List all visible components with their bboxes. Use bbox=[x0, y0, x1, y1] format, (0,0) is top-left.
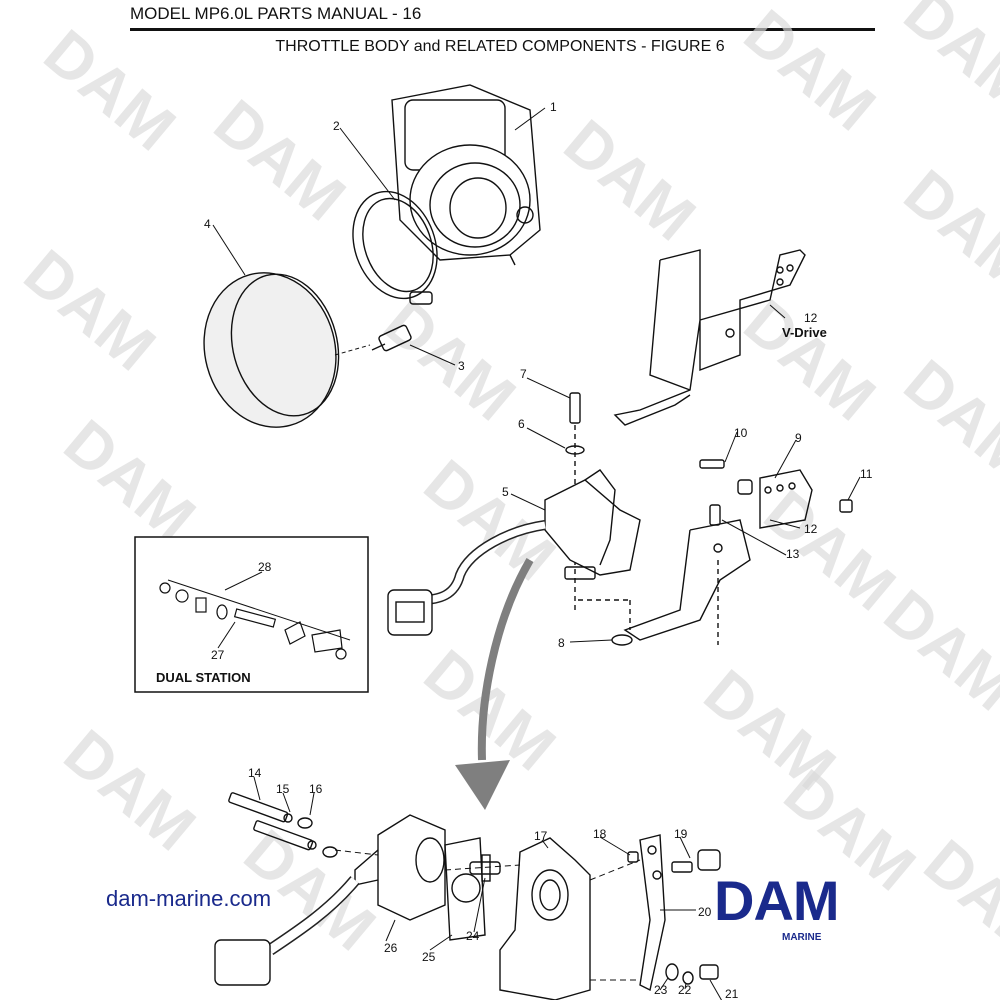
callout-24: 24 bbox=[466, 929, 480, 943]
callout-16: 16 bbox=[309, 782, 323, 796]
watermark: DAM bbox=[751, 476, 909, 625]
callout-3: 3 bbox=[458, 359, 465, 373]
callout-13: 13 bbox=[786, 547, 800, 561]
callout-21: 21 bbox=[725, 987, 739, 1000]
air-temp-sensor bbox=[371, 324, 412, 352]
watermark: DAM bbox=[731, 286, 889, 435]
callout-group: 1 2 3 4 5 6 7 8 9 10 11 12 12 13 14 15 1… bbox=[204, 100, 873, 1000]
sensor-gasket bbox=[444, 837, 486, 941]
detail-arrow bbox=[455, 557, 534, 810]
rear-bracket-assembly bbox=[578, 459, 853, 645]
header-rule bbox=[130, 28, 875, 31]
sensor-housing bbox=[214, 814, 446, 986]
throttle-body bbox=[391, 84, 541, 266]
callout-5: 5 bbox=[502, 485, 509, 499]
watermark: DAM bbox=[551, 106, 709, 255]
manual-title: MODEL MP6.0L PARTS MANUAL - 16 bbox=[130, 4, 422, 23]
callout-25: 25 bbox=[422, 950, 436, 964]
nut bbox=[611, 634, 633, 646]
callout-4: 4 bbox=[204, 217, 211, 231]
watermark: DAM bbox=[11, 236, 169, 385]
watermark: DAM bbox=[51, 716, 209, 865]
website-link[interactable]: dam-marine.com bbox=[106, 886, 272, 911]
watermark: DAM bbox=[891, 156, 1000, 305]
callout-18: 18 bbox=[593, 827, 607, 841]
mounting-screws bbox=[228, 792, 338, 858]
callout-1: 1 bbox=[550, 100, 557, 114]
figure-title: THROTTLE BODY and RELATED COMPONENTS - F… bbox=[275, 38, 725, 55]
callout-15: 15 bbox=[276, 782, 290, 796]
callout-26: 26 bbox=[384, 941, 398, 955]
dual-station-inset: DUAL STATION bbox=[134, 536, 369, 693]
callout-10: 10 bbox=[734, 426, 748, 440]
watermark: DAM bbox=[891, 0, 1000, 124]
callout-23: 23 bbox=[654, 983, 668, 997]
callout-17: 17 bbox=[534, 829, 548, 843]
callout-8: 8 bbox=[558, 636, 565, 650]
callout-22: 22 bbox=[678, 983, 692, 997]
watermark: DAM bbox=[31, 16, 189, 165]
callout-11: 11 bbox=[860, 467, 873, 481]
flame-arrestor-cover bbox=[203, 272, 340, 428]
callout-19: 19 bbox=[674, 827, 688, 841]
callout-27: 27 bbox=[211, 648, 225, 662]
watermark: DAM bbox=[201, 86, 359, 235]
watermark: DAM bbox=[891, 346, 1000, 495]
callout-2: 2 bbox=[333, 119, 340, 133]
brand-subtitle: MARINE bbox=[782, 932, 822, 943]
dual-station-label: DUAL STATION bbox=[156, 670, 251, 685]
callout-7: 7 bbox=[520, 367, 527, 381]
watermark: DAM bbox=[871, 576, 1000, 725]
watermark: DAM bbox=[731, 0, 889, 144]
watermark: DAM bbox=[51, 406, 209, 555]
callout-12-vdrive: 12 bbox=[804, 311, 818, 325]
callout-9: 9 bbox=[795, 431, 802, 445]
watermark: DAM bbox=[371, 286, 529, 435]
callout-20: 20 bbox=[698, 905, 712, 919]
v-drive-bracket bbox=[613, 249, 806, 426]
v-drive-label: V-Drive bbox=[782, 325, 827, 340]
brand-logo: DAM bbox=[714, 869, 840, 932]
throttle-position-sensor bbox=[387, 469, 641, 636]
callout-6: 6 bbox=[518, 417, 525, 431]
linkage-lever bbox=[627, 834, 721, 992]
throttle-arm-assembly bbox=[499, 837, 591, 1000]
hose-clamp bbox=[352, 190, 438, 305]
callout-12: 12 bbox=[804, 522, 818, 536]
callout-28: 28 bbox=[258, 560, 272, 574]
callout-14: 14 bbox=[248, 766, 262, 780]
